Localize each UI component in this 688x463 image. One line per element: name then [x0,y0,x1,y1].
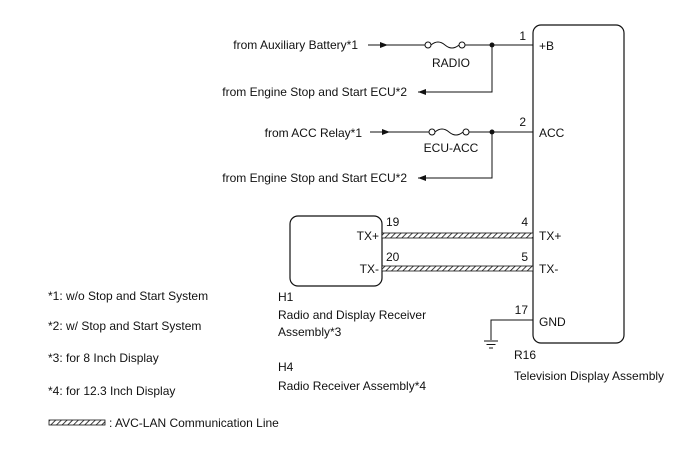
connector-h4-id: H4 [278,360,294,374]
fuse-ecu-acc-label: ECU-ACC [424,141,479,155]
note-1: *1: w/o Stop and Start System [48,289,208,303]
pin-20-number: 20 [386,250,400,264]
pin-17-number: 17 [515,303,529,317]
arrow-engine-ecu-2 [418,175,426,181]
connector-h1-name-line1: Radio and Display Receiver [278,308,426,322]
pin-17-name: GND [539,315,566,329]
source-engine-ecu-2: from Engine Stop and Start ECU*2 [222,171,407,185]
wire-engine-ecu-1 [418,45,493,93]
wire-engine-ecu-2 [418,132,493,179]
connector-h1-name-line2: Assembly*3 [278,325,342,339]
pin-5-number: 5 [521,250,528,264]
fuse-radio-label: RADIO [432,56,470,70]
avc-lan-line-tx-minus [381,265,534,272]
source-engine-ecu-1: from Engine Stop and Start ECU*2 [222,85,407,99]
pin-4-number: 4 [521,215,528,229]
fuse-radio [424,41,466,49]
note-4: *4: for 12.3 Inch Display [48,384,175,398]
arrow-acc-relay [382,129,390,135]
pin-4-name: TX+ [539,229,561,243]
pin-5-name: TX- [539,262,558,276]
pin-1-name: +B [539,39,554,53]
pin-19-name: TX+ [357,229,379,243]
connector-h1-id: H1 [278,290,294,304]
arrow-aux-battery [380,42,388,48]
connector-h4-name: Radio Receiver Assembly*4 [278,379,426,393]
television-display-assembly-box [532,24,625,344]
pin-2-number: 2 [519,115,526,129]
arrow-engine-ecu-1 [418,89,426,95]
source-acc-relay: from ACC Relay*1 [265,126,363,140]
pin-19-number: 19 [386,215,400,229]
radio-display-receiver-box [289,215,383,287]
connector-r16-name: Television Display Assembly [514,369,664,383]
fuse-ecu-acc [428,128,470,136]
connector-r16-id: R16 [514,348,536,362]
source-aux-battery: from Auxiliary Battery*1 [233,38,358,52]
pin-2-name: ACC [539,126,565,140]
note-3: *3: for 8 Inch Display [48,351,159,365]
pin-20-name: TX- [360,262,379,276]
legend-avc-lan-label: : AVC-LAN Communication Line [109,416,279,430]
pin-1-number: 1 [519,29,526,43]
ground-icon [484,340,498,349]
legend-avc-lan-swatch [48,419,106,426]
avc-lan-line-tx-plus [381,232,534,239]
note-2: *2: w/ Stop and Start System [48,319,201,333]
wire-gnd [490,319,533,340]
